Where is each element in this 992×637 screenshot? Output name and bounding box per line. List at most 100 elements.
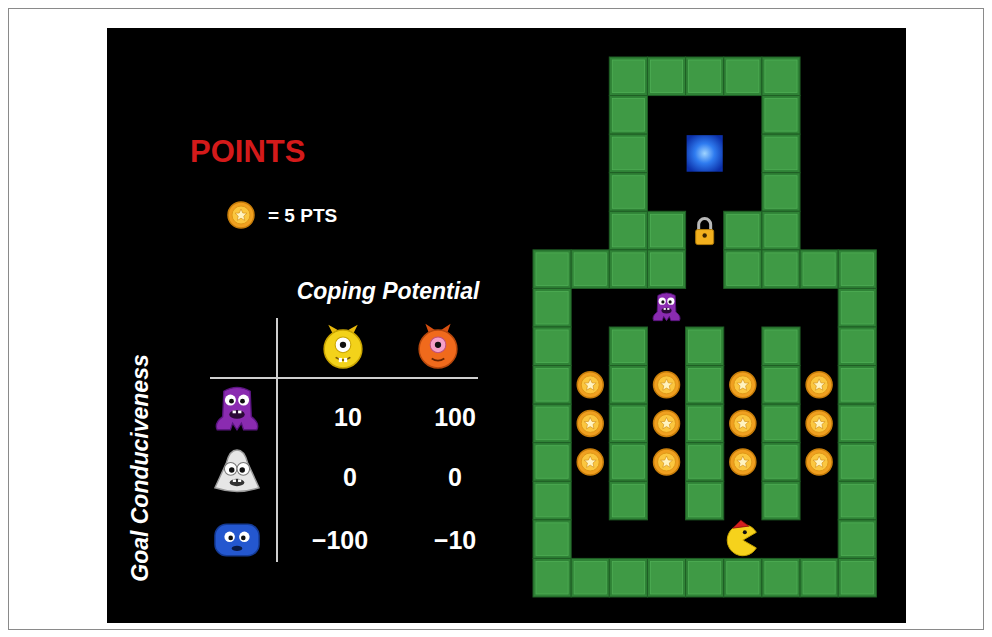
wall-tile-base bbox=[609, 558, 647, 597]
wall-tile-base bbox=[762, 366, 800, 405]
wall-tile-face bbox=[803, 561, 835, 594]
wall-tile-base bbox=[571, 558, 609, 597]
wall-tile bbox=[838, 366, 876, 405]
table-cell: 0 bbox=[448, 464, 462, 492]
yellow-monster bbox=[324, 325, 362, 368]
wall-tile bbox=[762, 134, 800, 173]
wall-tile-base bbox=[609, 250, 647, 289]
game-panel bbox=[107, 28, 906, 623]
wall-tile bbox=[762, 96, 800, 135]
wall-tile-base bbox=[724, 57, 762, 96]
coin bbox=[730, 449, 756, 475]
wall-tile-face bbox=[765, 137, 797, 170]
wall-tile-face bbox=[765, 253, 797, 286]
wall-tile-face bbox=[689, 369, 721, 402]
wall-tile bbox=[838, 443, 876, 482]
wall-tile-base bbox=[762, 443, 800, 482]
wall-tile-base bbox=[800, 558, 838, 597]
wall-tile-face bbox=[727, 60, 759, 93]
wall-tile bbox=[609, 366, 647, 405]
lock-keyhole bbox=[702, 233, 706, 237]
wall-tile-base bbox=[762, 404, 800, 443]
wall-tile-base bbox=[724, 558, 762, 597]
wall-tile-face bbox=[841, 561, 873, 594]
coin bbox=[654, 449, 680, 475]
wall-tile-base bbox=[533, 366, 571, 405]
wall-tile-base bbox=[838, 481, 876, 520]
wall-tile bbox=[838, 481, 876, 520]
wall-tile-base bbox=[609, 404, 647, 443]
wall-tile-face bbox=[841, 330, 873, 363]
wall-tile bbox=[647, 211, 685, 250]
wall-tile bbox=[609, 173, 647, 212]
lock-icon bbox=[696, 219, 714, 245]
wall-tile-base bbox=[647, 558, 685, 597]
wall-tile-base bbox=[838, 404, 876, 443]
wall-tile-base bbox=[838, 288, 876, 327]
wall-tile-face bbox=[574, 561, 606, 594]
wall-tile-base bbox=[533, 288, 571, 327]
wall-tile-base bbox=[533, 520, 571, 559]
wall-tile-base bbox=[838, 443, 876, 482]
wall-tile-face bbox=[536, 446, 568, 479]
pacman-body bbox=[727, 525, 756, 556]
axis-label: Coping Potential bbox=[297, 279, 480, 304]
pacman-eye bbox=[743, 530, 747, 534]
wall-tile bbox=[609, 443, 647, 482]
wall-tile-base bbox=[533, 404, 571, 443]
wall-tile-base bbox=[762, 211, 800, 250]
orange-monster bbox=[419, 324, 457, 368]
purple-monster bbox=[216, 387, 257, 429]
table-cell: 100 bbox=[434, 404, 476, 432]
coin-value: = 5 PTS bbox=[268, 206, 337, 227]
wall-tile-face bbox=[612, 484, 644, 517]
wall-tile-face bbox=[574, 253, 606, 286]
wall-tile-base bbox=[686, 481, 724, 520]
wall-tile-face bbox=[765, 99, 797, 132]
wall-tile bbox=[609, 250, 647, 289]
wall-tile-face bbox=[650, 253, 682, 286]
wall-tile-face bbox=[841, 369, 873, 402]
wall-tile-face bbox=[765, 176, 797, 209]
coin bbox=[654, 410, 680, 436]
wall-tile bbox=[838, 327, 876, 366]
wall-tile-face bbox=[765, 369, 797, 402]
wall-tile bbox=[609, 481, 647, 520]
wall-tile bbox=[686, 558, 724, 597]
table-cell: 0 bbox=[343, 464, 357, 492]
wall-tile-base bbox=[571, 250, 609, 289]
table-cell: −10 bbox=[434, 527, 476, 555]
wall-tile-base bbox=[533, 443, 571, 482]
wall-tile-face bbox=[765, 330, 797, 363]
wall-tile bbox=[609, 404, 647, 443]
coin bbox=[806, 410, 832, 436]
wall-tile-face bbox=[689, 561, 721, 594]
wall-tile-face bbox=[765, 214, 797, 247]
wall-tile bbox=[838, 250, 876, 289]
wall-tile-face bbox=[612, 446, 644, 479]
wall-tile-face bbox=[612, 330, 644, 363]
wall-tile bbox=[762, 57, 800, 96]
wall-tile bbox=[762, 211, 800, 250]
wall-tile bbox=[609, 57, 647, 96]
lock-shackle bbox=[699, 219, 711, 231]
wall-tile bbox=[647, 250, 685, 289]
wall-tile bbox=[533, 404, 571, 443]
wall-tile bbox=[609, 134, 647, 173]
wall-tile bbox=[686, 443, 724, 482]
wall-tile-face bbox=[612, 214, 644, 247]
wall-tile-face bbox=[765, 484, 797, 517]
maze-items bbox=[577, 135, 832, 556]
wall-tile-face bbox=[727, 561, 759, 594]
wall-tile bbox=[533, 366, 571, 405]
wall-tile bbox=[609, 327, 647, 366]
wall-tile-face bbox=[536, 407, 568, 440]
wall-tile bbox=[724, 250, 762, 289]
wall-tile bbox=[762, 443, 800, 482]
wall-tile-face bbox=[612, 253, 644, 286]
coin bbox=[577, 410, 603, 436]
wall-tile-base bbox=[533, 327, 571, 366]
wall-tile bbox=[762, 250, 800, 289]
coin bbox=[654, 372, 680, 398]
wall-tile-base bbox=[724, 250, 762, 289]
